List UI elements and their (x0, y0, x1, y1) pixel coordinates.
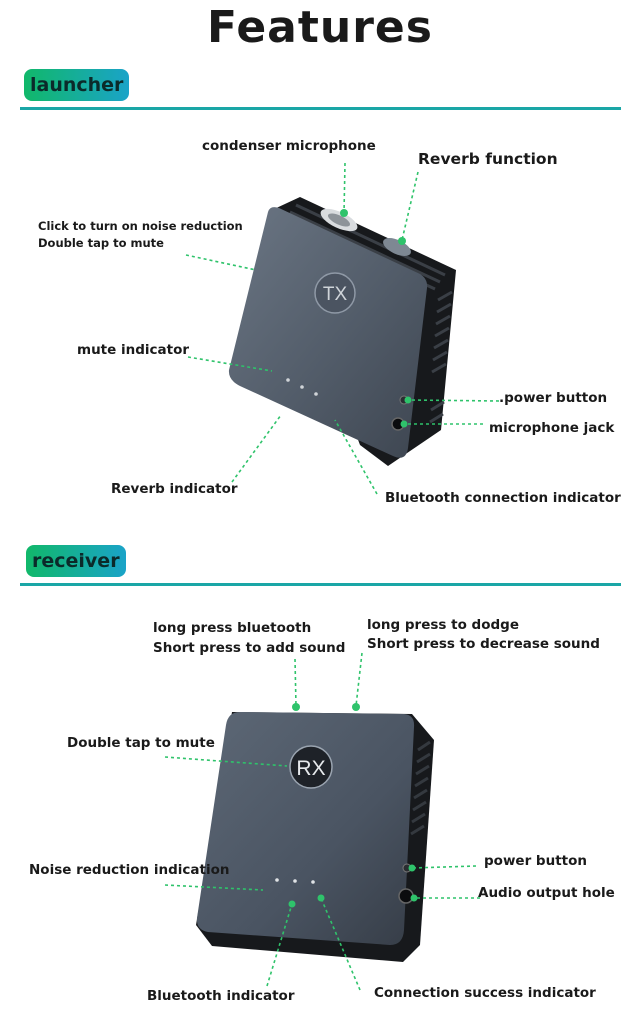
label-dodge-line1: long press to dodge (367, 617, 519, 633)
label-double-tap-mute: Double tap to mute (67, 735, 215, 751)
rx-device (196, 712, 434, 962)
label-reverb-indicator: Reverb indicator (111, 481, 238, 497)
label-bt-line1: long press bluetooth (153, 620, 312, 636)
label-audio-output-hole: Audio output hole (478, 885, 615, 901)
leader-dots (288, 209, 418, 908)
receiver-badge: receiver (26, 545, 126, 577)
label-reverb-function: Reverb function (418, 150, 558, 168)
tx-label: TX (323, 284, 348, 305)
label-bluetooth-indicator: Bluetooth indicator (147, 988, 295, 1004)
rx-label: RX (296, 757, 325, 780)
label-microphone-jack: microphone jack (489, 420, 615, 436)
launcher-badge: launcher (24, 69, 130, 101)
label-noise-reduction-indication: Noise reduction indication (29, 862, 230, 878)
label-condenser-microphone: condenser microphone (202, 138, 376, 154)
label-power-button-rx: power button (484, 853, 587, 869)
receiver-divider (20, 583, 621, 586)
label-bluetooth-connection-indicator: Bluetooth connection indicator (385, 490, 621, 506)
leader-lines (164, 162, 500, 991)
label-noise-line1: Click to turn on noise reduction (38, 219, 243, 233)
label-bt-line2: Short press to add sound (153, 640, 346, 656)
launcher-divider (20, 107, 621, 110)
label-noise-line2: Double tap to mute (38, 236, 164, 250)
label-mute-indicator: mute indicator (77, 342, 190, 358)
tx-device (228, 197, 456, 466)
label-connection-success-indicator: Connection success indicator (374, 985, 596, 1001)
label-power-button-tx: .power button (499, 390, 608, 406)
page-title: Features (207, 2, 433, 53)
label-dodge-line2: Short press to decrease sound (367, 636, 600, 652)
